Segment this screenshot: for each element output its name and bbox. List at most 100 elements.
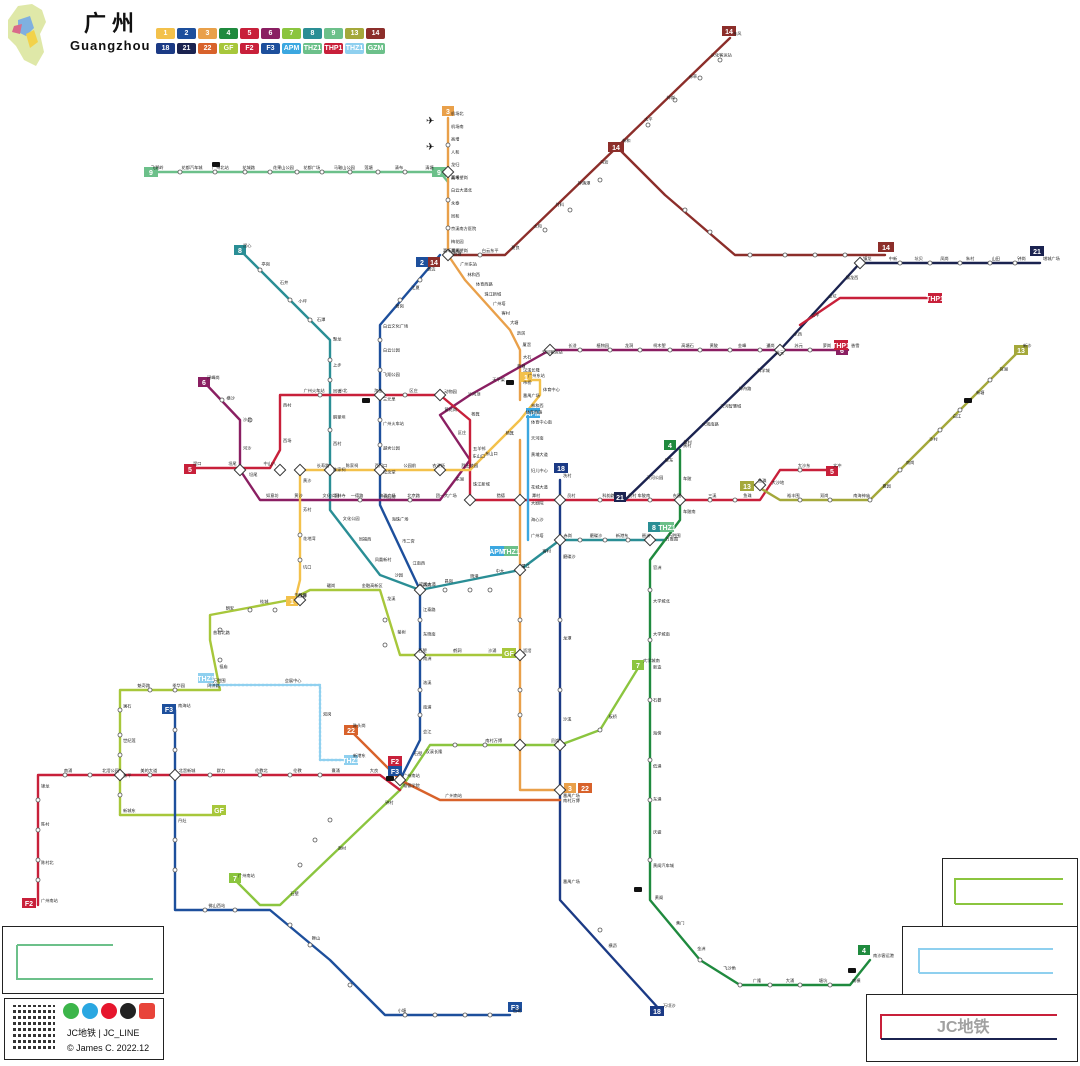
station-label: 昌岗 <box>423 583 431 589</box>
station-label: 东平 <box>123 772 131 779</box>
station-label: 石井 <box>280 279 288 286</box>
toutiao-icon <box>139 1003 155 1019</box>
station-label: 黄陂 <box>710 342 719 349</box>
station-label: 黄沙 <box>294 492 303 499</box>
station-label: 苏元 <box>776 349 784 356</box>
station-label: 纪念堂 <box>383 469 396 475</box>
station-label: 嘉禾望岗 <box>451 247 468 254</box>
station-label: 员村 <box>628 492 637 499</box>
station-label: 沙河顶 <box>468 390 481 397</box>
station-label: 一德路 <box>351 492 364 499</box>
station-label: 淘金 <box>374 387 383 394</box>
station-label: 昌岗 <box>445 579 453 585</box>
station-label: 高增 <box>451 174 459 181</box>
station-label: 坦尾 <box>228 460 236 467</box>
map-title-en: Guangzhou <box>70 38 151 53</box>
station-label: 市二宫 <box>402 538 415 545</box>
station-label: 燕塘 <box>453 250 461 257</box>
station-label: 长平 <box>811 312 819 319</box>
station-label: 东山口 <box>485 450 498 457</box>
station-label: 中山八 <box>264 460 277 467</box>
station-label: 沙贝 <box>243 417 251 423</box>
station-label: 南涌 <box>64 767 72 773</box>
svg-text:3: 3 <box>568 786 572 793</box>
qr-code-icon <box>11 1005 55 1049</box>
svg-text:1: 1 <box>290 599 294 606</box>
station-label: 大学城南 <box>643 657 660 664</box>
svg-text:GF: GF <box>504 651 514 658</box>
station-label: 伦教 <box>293 767 302 774</box>
station-label: 镇龙西 <box>846 274 859 281</box>
station-label: 莲塘 <box>364 164 372 171</box>
svg-text:8: 8 <box>238 248 242 255</box>
airport-icon: ✈ <box>426 142 434 153</box>
station-label: 花地湾 <box>303 535 316 542</box>
svg-text:14: 14 <box>882 245 890 252</box>
interchange-markers <box>113 165 867 797</box>
legend-chip-line: 4 <box>219 28 238 39</box>
station-label: 澜石 <box>123 702 131 709</box>
station-label: 天河公园 <box>647 474 664 481</box>
transport-icons: ✈ ✈ <box>212 116 972 973</box>
station-label: 清塘 <box>425 164 433 171</box>
brand-text: JC地铁 | JC_LINE <box>67 1028 140 1038</box>
station-label: 佛山西站 <box>208 902 225 909</box>
station-label: 普君北路 <box>213 629 231 636</box>
station-label: 飞鹅岭 <box>151 164 164 171</box>
svg-text:F2: F2 <box>391 759 399 766</box>
station-label: 陈家祠 <box>346 462 359 469</box>
station-label: 中新 <box>889 255 897 262</box>
station-label: 金洲 <box>697 945 705 951</box>
svg-text:3: 3 <box>446 109 450 116</box>
station-label: 萧岗 <box>395 303 403 310</box>
station-label: 杨箕 <box>506 429 514 436</box>
station-label: 厦滘 <box>523 341 531 348</box>
station-label: 车陂南 <box>638 492 651 499</box>
station-label: 海傍 <box>653 730 661 737</box>
bilibili-icon <box>82 1003 98 1019</box>
station-label: 体育中心南 <box>531 418 552 425</box>
station-label: 横沙 <box>226 395 235 402</box>
station-label: 万胜围 <box>213 677 226 684</box>
station-label: 区庄 <box>409 387 417 394</box>
station-label: 黄沙 <box>303 477 312 484</box>
station-label: 三溪 <box>708 492 717 499</box>
legend-chip-line: F2 <box>240 43 259 54</box>
station-label: 万顷沙 <box>663 1002 676 1009</box>
station-label: 龙洞 <box>625 342 633 349</box>
station-label: 万胜围 <box>666 535 679 542</box>
station-label: 鱼珠 <box>743 492 752 499</box>
inset-thz1-diagram <box>918 948 1053 974</box>
station-label: 广隆 <box>753 977 762 984</box>
station-label: 西村 <box>283 402 292 409</box>
station-label: 花城路 <box>242 164 255 171</box>
station-label: 水西 <box>794 331 802 338</box>
station-label: 会展中心 <box>285 677 303 684</box>
station-label: 广州南站 <box>238 872 255 879</box>
station-label: 伦教北 <box>255 767 268 774</box>
station-label: 花果山公园 <box>273 164 294 171</box>
station-label: 滘口 <box>193 460 201 467</box>
station-label: 从化客运站 <box>711 51 732 58</box>
railway-station-icon <box>212 162 220 167</box>
line-5-path <box>188 393 832 502</box>
station-label: 聚龙 <box>333 335 342 342</box>
station-label: 神舟路 <box>739 385 752 392</box>
station-label: 塘坑 <box>819 977 828 984</box>
svg-text:7: 7 <box>636 663 640 670</box>
station-label: 钟岗 <box>1017 255 1025 262</box>
map-title-zh: 广州 <box>84 12 141 37</box>
metro-lines <box>36 36 1042 1017</box>
station-label: 科学城 <box>757 367 770 374</box>
station-label: 龙潭 <box>563 635 571 642</box>
station-label: 大塘 <box>510 319 518 326</box>
legend-chip-line: 13 <box>345 28 364 39</box>
line-14-path <box>446 36 732 257</box>
svg-text:13: 13 <box>1017 348 1025 355</box>
station-label: 白云公园 <box>383 347 400 354</box>
station-label: 山田 <box>992 255 1000 262</box>
line-f2-path <box>36 773 402 907</box>
douyin-icon <box>120 1003 136 1019</box>
station-label: 五羊邨 <box>473 445 486 452</box>
station-label: 黄阁 <box>655 894 663 901</box>
